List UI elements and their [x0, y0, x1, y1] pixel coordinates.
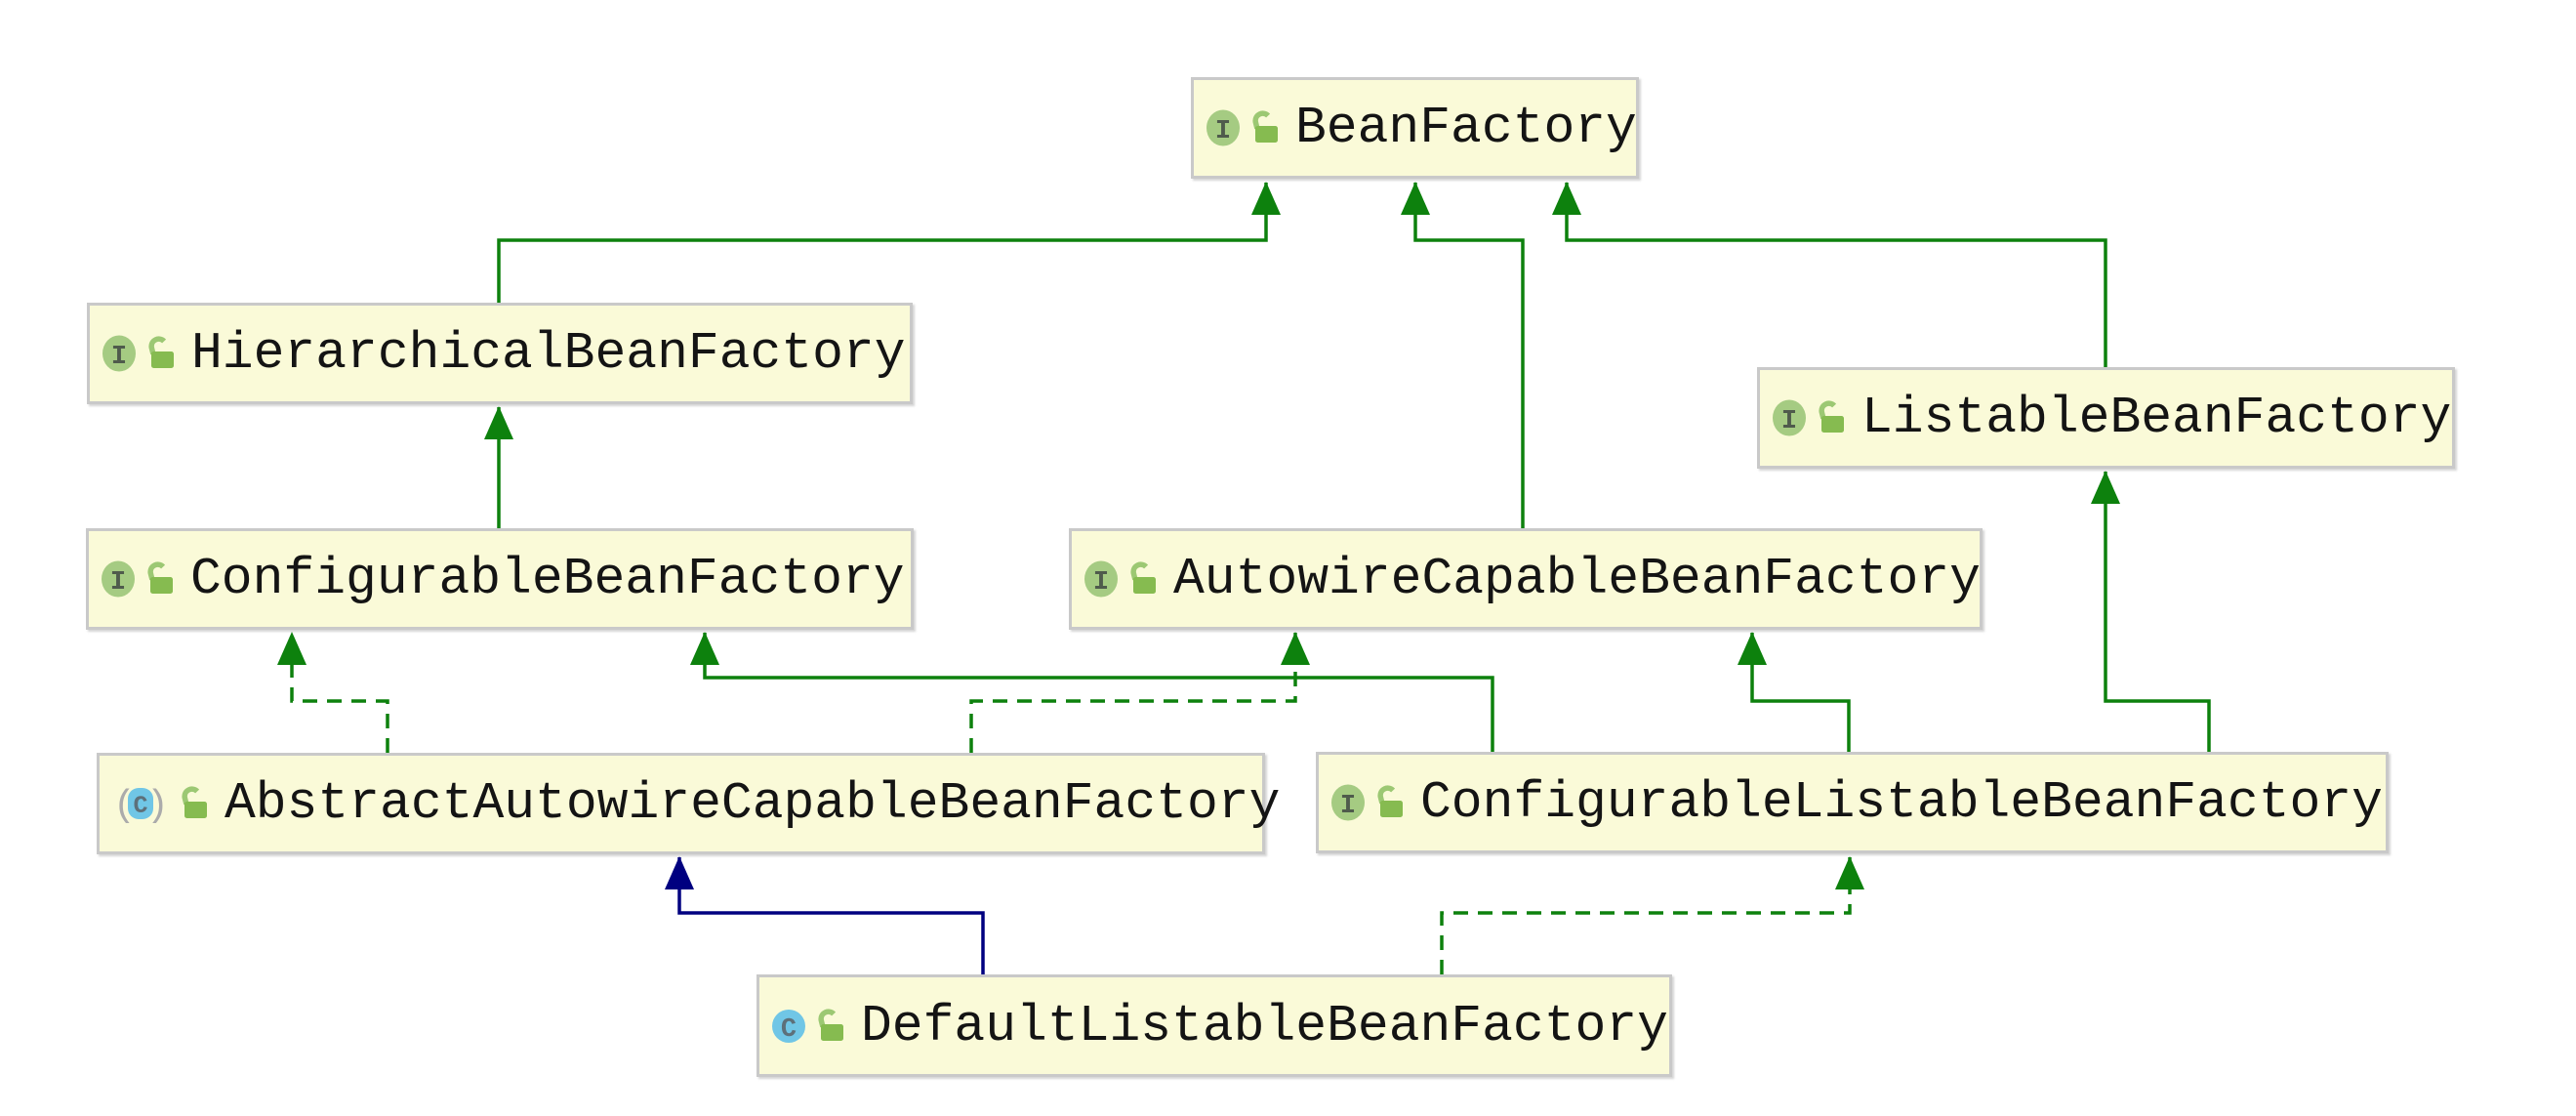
interface-icon: I [1331, 784, 1365, 821]
svg-text:C: C [781, 1015, 797, 1045]
public-open-lock-icon [1130, 561, 1156, 594]
node-default-listable-bean-factory[interactable]: C DefaultListableBeanFactory [756, 974, 1672, 1077]
abstract-class-icon: ( C ) [113, 785, 169, 824]
interface-icon: I [102, 560, 135, 598]
public-open-lock-icon [1252, 110, 1278, 143]
class-name-label: AutowireCapableBeanFactory [1173, 550, 1981, 608]
class-name-label: BeanFactory [1295, 99, 1637, 157]
interface-icon: I [1773, 399, 1806, 436]
edge-defaultlistablebeanfactory-extends-abstractautowirecapablebeanfactory[interactable] [665, 856, 985, 974]
public-open-lock-icon [148, 336, 174, 368]
edge-configurablelistablebeanfactory-extends-autowirecapablebeanfactory[interactable] [1738, 632, 1851, 752]
edge-configurablelistablebeanfactory-extends-listablebeanfactory[interactable] [2091, 471, 2211, 752]
edge-listablebeanfactory-extends-beanfactory[interactable] [1552, 182, 2107, 367]
public-open-lock-icon [1819, 400, 1844, 433]
class-name-label: ConfigurableBeanFactory [190, 550, 905, 608]
interface-icon: I [1084, 560, 1118, 598]
node-hierarchical-bean-factory[interactable]: I HierarchicalBeanFactory [87, 303, 913, 404]
public-open-lock-icon [182, 786, 207, 818]
public-open-lock-icon [147, 561, 173, 594]
class-name-label: HierarchicalBeanFactory [191, 324, 906, 383]
node-bean-factory[interactable]: I BeanFactory [1191, 77, 1639, 179]
interface-icon: I [1206, 109, 1240, 146]
node-abstract-autowire-capable-bean-factory[interactable]: ( C ) AbstractAutowireCapableBeanFactory [97, 753, 1280, 854]
node-configurable-bean-factory[interactable]: I ConfigurableBeanFactory [86, 528, 914, 630]
svg-text:I: I [110, 568, 126, 598]
public-open-lock-icon [1377, 785, 1403, 817]
class-name-label: AbstractAutowireCapableBeanFactory [225, 774, 1281, 833]
svg-text:I: I [1781, 407, 1797, 436]
interface-icon: I [102, 335, 136, 372]
edge-abstractautowirecapablebeanfactory-implements-configurablebeanfactory[interactable] [277, 632, 389, 753]
svg-text:I: I [1340, 792, 1356, 821]
svg-text:C: C [133, 792, 147, 820]
edge-abstractautowirecapablebeanfactory-implements-autowirecapablebeanfactory[interactable] [969, 632, 1310, 753]
class-name-label: ConfigurableListableBeanFactory [1420, 773, 2383, 832]
edge-hierarchicalbeanfactory-extends-beanfactory[interactable] [497, 182, 1281, 303]
svg-text:I: I [111, 343, 127, 372]
node-listable-bean-factory[interactable]: I ListableBeanFactory [1757, 367, 2455, 469]
class-name-label: DefaultListableBeanFactory [861, 996, 1668, 1055]
public-open-lock-icon [818, 1008, 843, 1041]
svg-text:): ) [146, 785, 169, 824]
svg-text:I: I [1215, 117, 1231, 146]
edge-autowirecapablebeanfactory-extends-beanfactory[interactable] [1401, 182, 1525, 528]
edge-configurablelistablebeanfactory-extends-configurablebeanfactory[interactable] [690, 632, 1494, 752]
class-name-label: ListableBeanFactory [1861, 389, 2452, 447]
edge-defaultlistablebeanfactory-implements-configurablelistablebeanfactory[interactable] [1440, 856, 1864, 974]
node-configurable-listable-bean-factory[interactable]: I ConfigurableListableBeanFactory [1316, 752, 2389, 853]
class-icon: C [772, 1009, 805, 1045]
node-autowire-capable-bean-factory[interactable]: I AutowireCapableBeanFactory [1069, 528, 1983, 630]
svg-text:I: I [1093, 568, 1109, 598]
